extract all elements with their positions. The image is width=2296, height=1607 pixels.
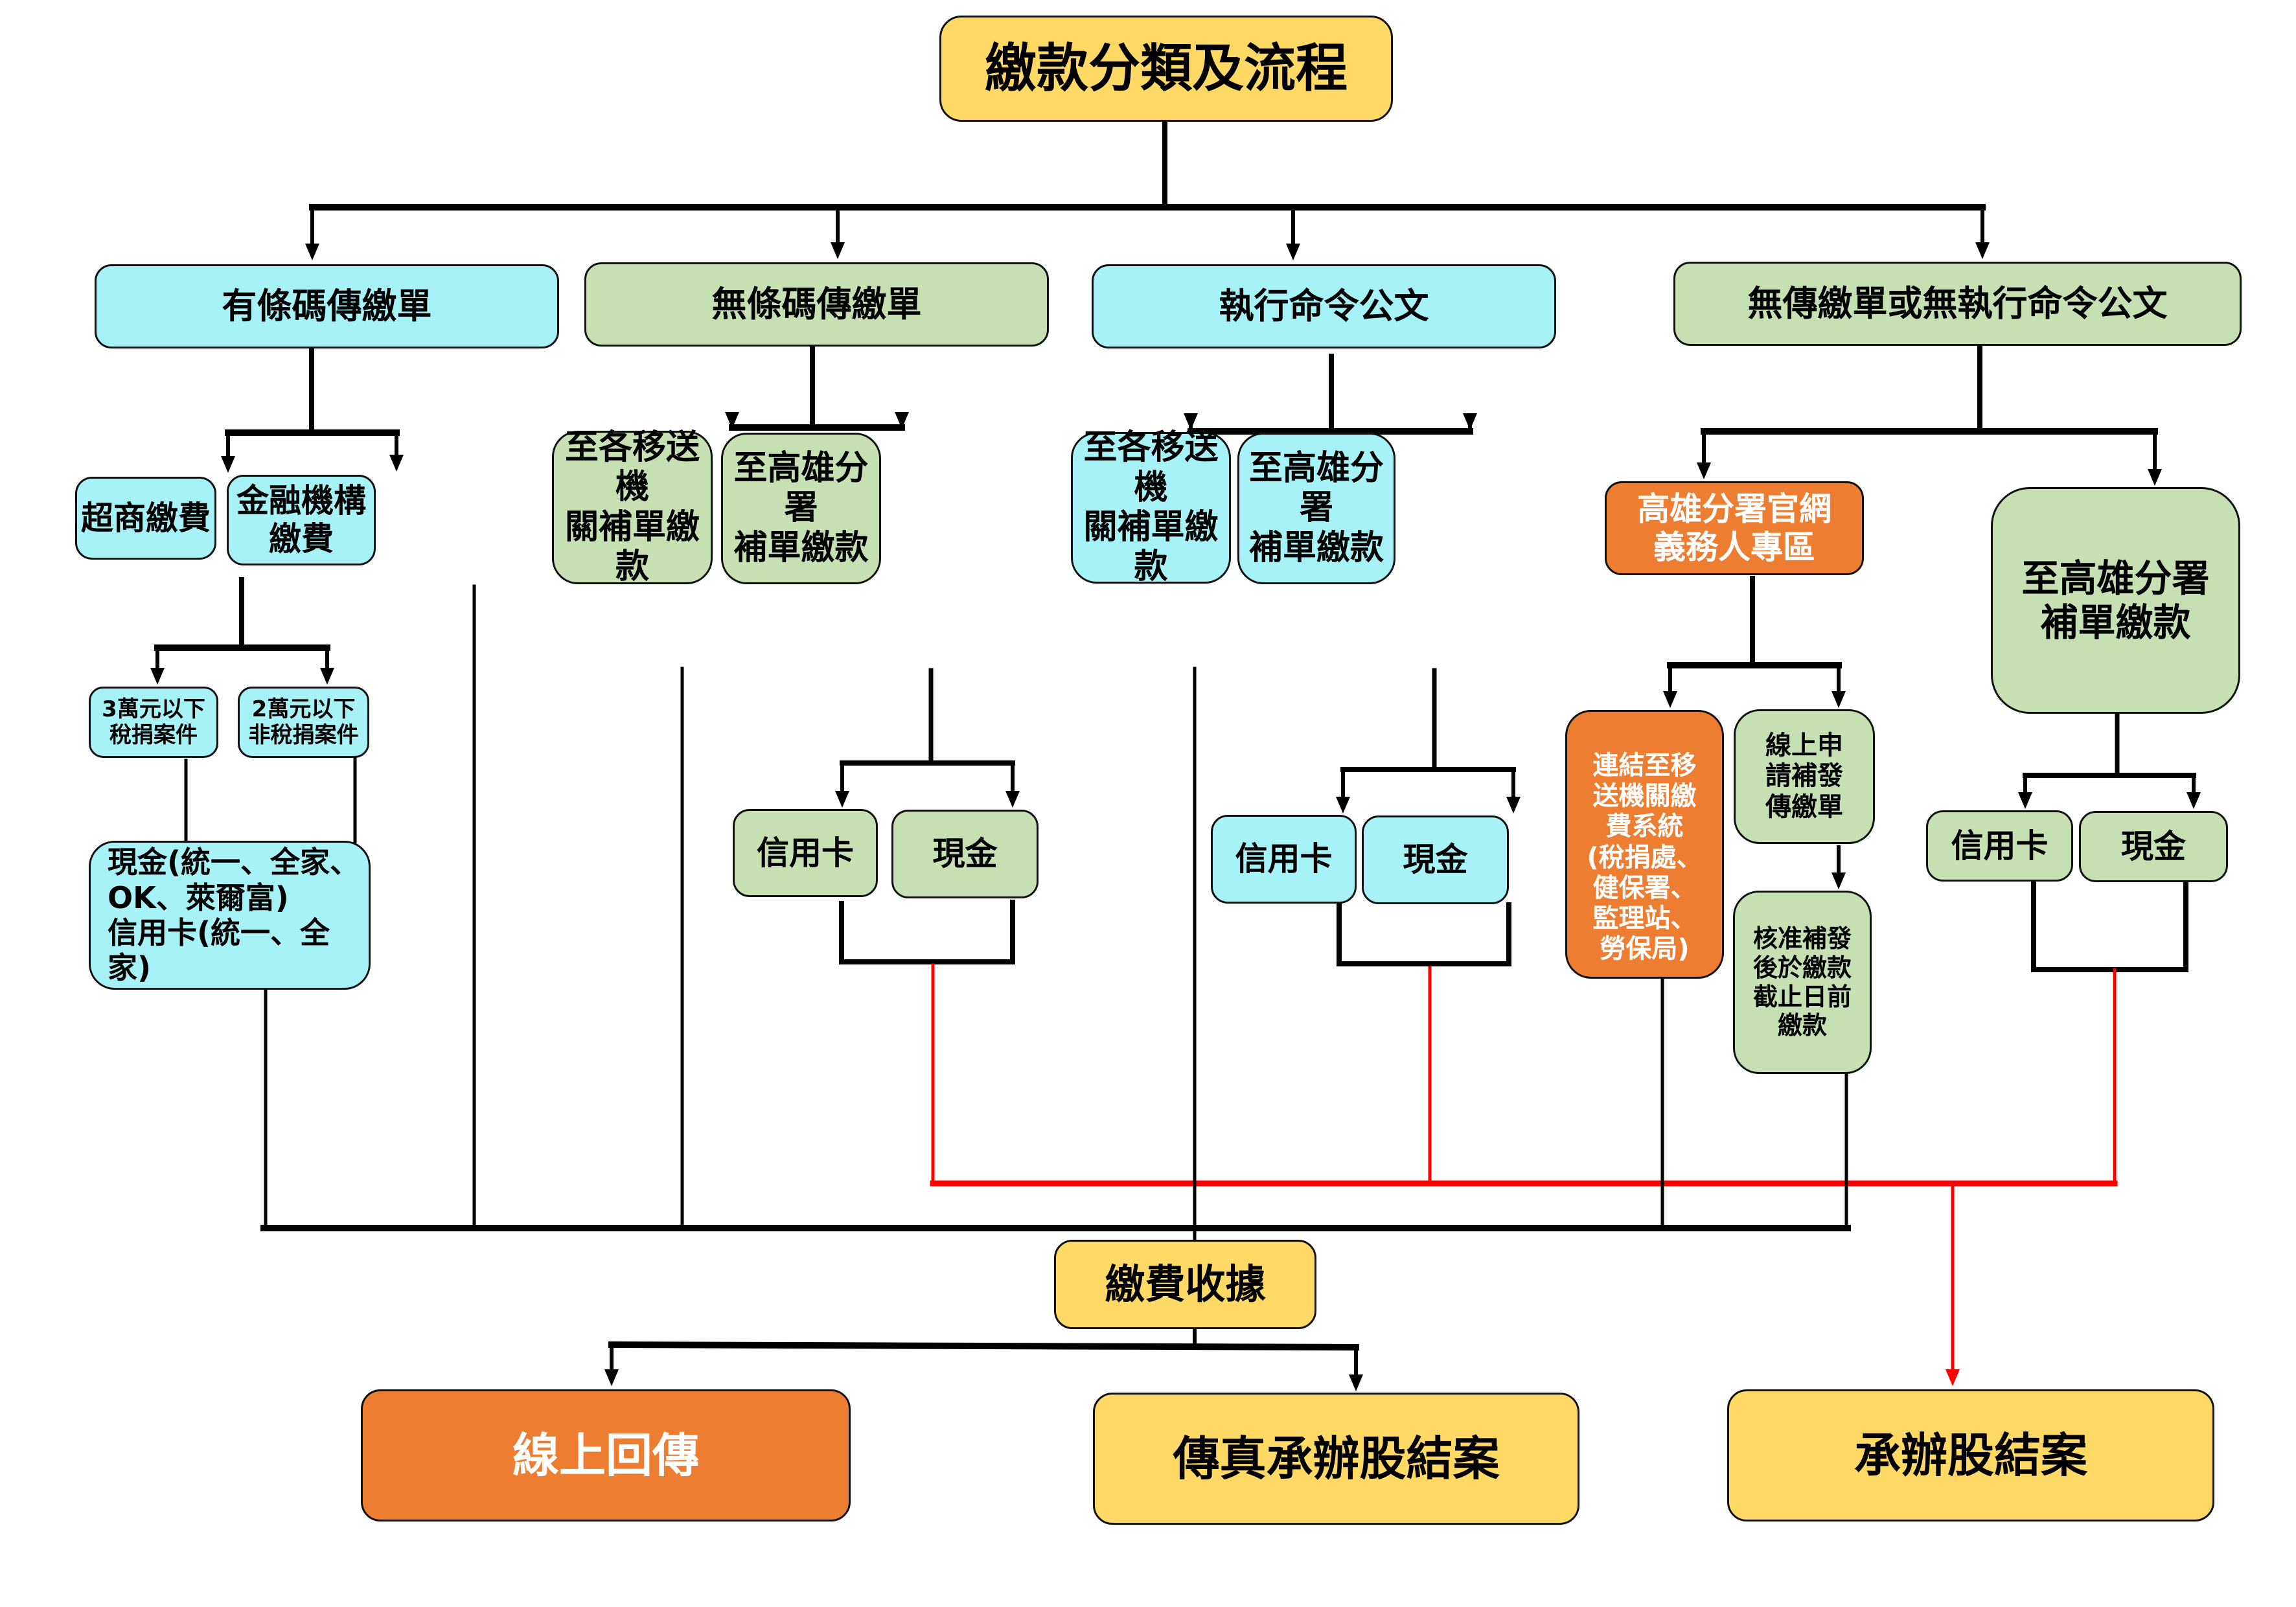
kaohsiung-branch-website-obligor-zone: 高雄分署官網 義務人專區 — [1605, 481, 1864, 575]
arrow-head-icon — [604, 1369, 619, 1386]
arrow-head-icon — [150, 668, 165, 685]
title-text: 繳款分類及流程 — [985, 38, 1348, 98]
arrow-head-icon — [1697, 462, 1711, 479]
kaohsiung-branch-reissue-payment: 至高雄分署 補單繳款 — [1237, 433, 1395, 584]
title-node: 繳款分類及流程 — [939, 16, 1393, 122]
cash-option: 現金 — [891, 810, 1039, 898]
transfer-agency-reissue-payment: 至各移送機 關補單繳款 — [1071, 428, 1231, 586]
transfer-agency-reissue-payment: 至各移送機 關補單繳款 — [552, 428, 713, 586]
arrow-head-icon — [1463, 413, 1477, 430]
category-no-bill-no-order: 無傳繳單或無執行命令公文 — [1673, 262, 2242, 346]
link-to-agency-payment-system: 連結至移 送機關繳 費系統 (稅捐處、 健保署、 監理站、 勞保局) — [1565, 710, 1724, 979]
arrow-head-icon — [1831, 872, 1846, 889]
store-payment-methods: 現金(統一、全家、 OK、萊爾富) 信用卡(統一、全家) — [89, 841, 371, 990]
arrow-head-icon — [725, 412, 739, 429]
credit-card-option: 信用卡 — [1926, 810, 2073, 882]
pay-before-deadline-after-approval: 核准補發 後於繳款 截止日前 繳款 — [1733, 891, 1872, 1074]
arrow-head-icon — [1506, 797, 1521, 814]
arrow-head-icon — [835, 791, 849, 808]
arrow-head-icon — [1831, 691, 1846, 708]
cash-option: 現金 — [2079, 811, 2228, 882]
arrow-head-icon — [1005, 791, 1020, 808]
bracket-line — [1337, 902, 1511, 966]
arrow-head-icon — [2148, 469, 2162, 486]
arrow-head-icon — [1286, 244, 1300, 260]
category-barcode-bill: 有條碼傳繳單 — [95, 264, 559, 348]
arrow-head-icon — [1663, 691, 1677, 708]
arrow-head-icon — [1349, 1374, 1363, 1391]
arrow-head-icon — [2187, 792, 2201, 809]
arrow-head-icon — [1975, 242, 1990, 259]
cash-option: 現金 — [1362, 815, 1509, 904]
arrow-head-icon — [320, 668, 334, 685]
convenience-store-payment: 超商繳費 — [75, 477, 216, 560]
connector-line — [608, 1341, 1360, 1351]
credit-card-option: 信用卡 — [733, 809, 878, 897]
non-tax-case-under-20k: 2萬元以下 非稅捐案件 — [238, 687, 369, 758]
arrow-head-icon — [389, 455, 404, 472]
arrow-head-icon — [2018, 792, 2032, 809]
financial-institution-payment: 金融機構 繳費 — [227, 475, 376, 565]
arrow-head-icon — [1184, 413, 1198, 430]
outcome-case-closed: 承辦股結案 — [1727, 1389, 2214, 1522]
kaohsiung-branch-reissue-payment: 至高雄分署 補單繳款 — [1991, 487, 2240, 714]
arrow-head-icon — [221, 456, 235, 473]
arrow-head-icon — [895, 412, 909, 429]
outcome-fax-case-closed: 傳真承辦股結案 — [1093, 1393, 1579, 1525]
arrow-head-icon — [831, 242, 845, 259]
payment-receipt: 繳費收據 — [1054, 1240, 1316, 1329]
bracket-line — [839, 900, 1015, 964]
outcome-online-return: 線上回傳 — [361, 1389, 851, 1522]
bracket-line — [2031, 880, 2188, 972]
credit-card-option: 信用卡 — [1211, 815, 1357, 904]
tax-case-under-30k: 3萬元以下 稅捐案件 — [89, 687, 218, 758]
arrow-head-icon — [1336, 797, 1350, 814]
red-arrow-head-icon — [1946, 1369, 1960, 1386]
online-apply-reissue-bill: 線上申 請補發 傳繳單 — [1734, 709, 1875, 844]
arrow-head-icon — [305, 244, 319, 260]
category-no-barcode-bill: 無條碼傳繳單 — [584, 262, 1049, 347]
category-execution-order: 執行命令公文 — [1092, 264, 1556, 348]
kaohsiung-branch-reissue-payment: 至高雄分署 補單繳款 — [721, 433, 881, 584]
